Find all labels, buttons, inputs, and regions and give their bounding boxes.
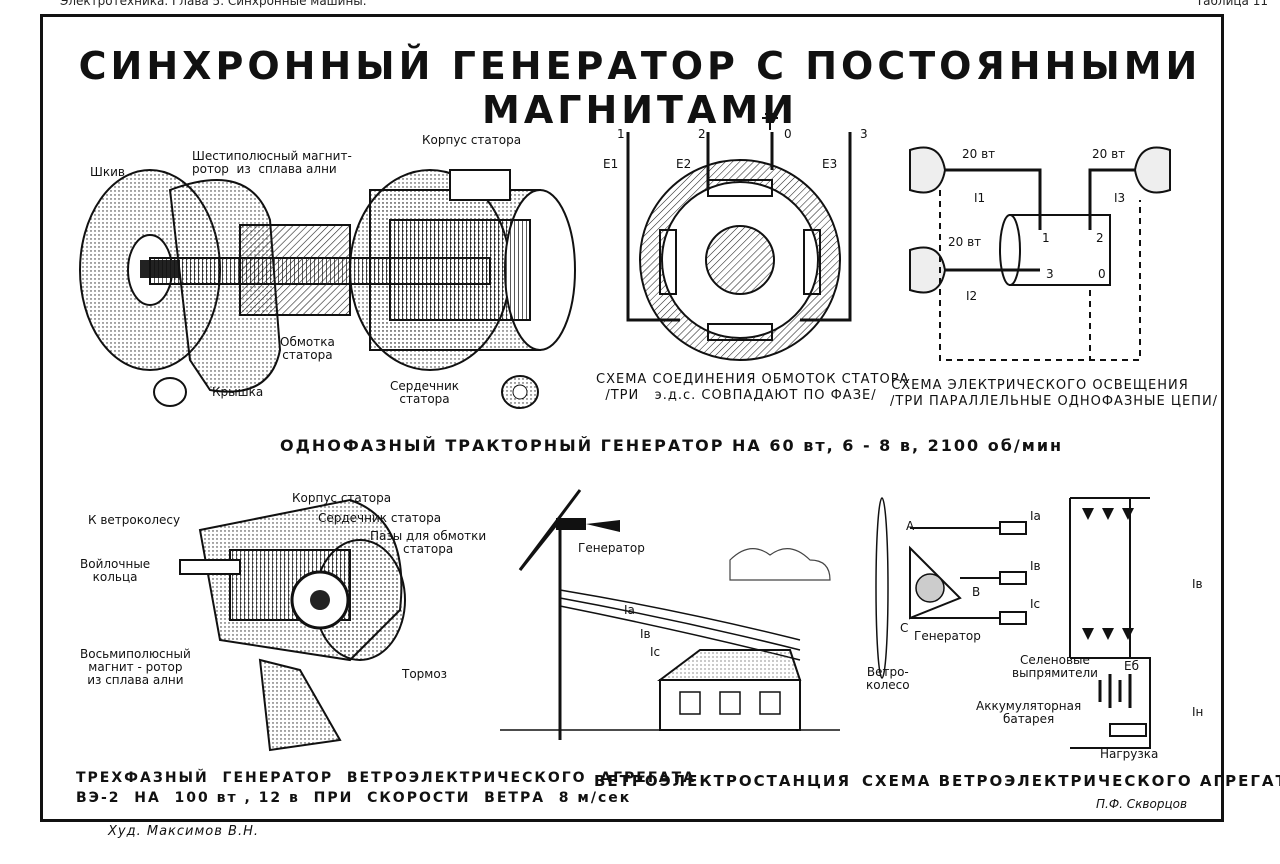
lamp-3-power: 20 вт — [1092, 147, 1126, 161]
stator-scheme-caption: СХЕМА СОЕДИНЕНИЯ ОБМОТОК СТАТОРА /ТРИ э.… — [596, 372, 910, 403]
label-current-in: Iн — [1192, 705, 1204, 719]
running-header: Электротехника. Глава 5. Синхронные маши… — [60, 0, 367, 8]
label-current-iv: Iв — [1192, 577, 1203, 591]
label-wind-rotor: Восьмиполюсный магнит - ротор из сплава … — [80, 647, 191, 687]
label-wind-stator-case: Корпус статора — [292, 491, 392, 505]
label-pulley: Шкив — [90, 165, 125, 179]
label-cover: Крышка — [212, 385, 264, 399]
wind-generator-caption: ТРЕХФАЗНЫЙ ГЕНЕРАТОР ВЕТРОЭЛЕКТРИЧЕСКОГО… — [76, 770, 697, 806]
wind-scheme-drawing — [875, 497, 1151, 749]
artist-credit: Худ. Максимов В.Н. — [108, 824, 259, 839]
label-wind-stator-core: Сердечник статора — [318, 511, 442, 525]
wind-scheme-caption: СХЕМА ВЕТРОЭЛЕКТРИЧЕСКОГО АГРЕГАТА — [862, 772, 1280, 790]
lighting-terminal-2: 2 — [1096, 231, 1104, 245]
terminal-2: 2 — [698, 127, 706, 141]
label-rectifiers: Селеновые выпрямители — [1012, 653, 1098, 680]
label-scheme-generator: Генератор — [914, 629, 981, 643]
emf-e3: E3 — [822, 157, 838, 171]
label-current-ia: Iа — [1030, 509, 1041, 523]
label-core: Сердечник статора — [390, 379, 460, 406]
label-stator-case: Корпус статора — [422, 133, 522, 147]
stator-scheme-drawing — [626, 113, 852, 361]
wind-station-caption: ВЕТРОЭЛЕКТРОСТАНЦИЯ — [594, 772, 852, 790]
label-phase-b: В — [972, 585, 981, 599]
terminal-1: 1 — [617, 127, 625, 141]
poster-frame — [40, 14, 1224, 822]
label-load: Нагрузка — [1100, 747, 1159, 761]
label-emf-eb: Eб — [1124, 659, 1139, 673]
tractor-generator-caption: ОДНОФАЗНЫЙ ТРАКТОРНЫЙ ГЕНЕРАТОР НА 60 вт… — [280, 436, 1064, 455]
lighting-terminal-3: 3 — [1046, 267, 1054, 281]
poster-title: СИНХРОННЫЙ ГЕНЕРАТОР С ПОСТОЯННЫМИ МАГНИ… — [78, 44, 1202, 132]
label-rotor: Шестиполюсный магнит- ротор из сплава ал… — [192, 149, 352, 176]
label-winding: Обмотка статора — [280, 335, 335, 362]
label-brake: Тормоз — [402, 667, 448, 681]
label-to-wheel: К ветроколесу — [88, 513, 181, 527]
label-station-ib: Iв — [640, 627, 651, 641]
label-battery: Аккумуляторная батарея — [976, 699, 1082, 726]
label-slots: Пазы для обмотки статора — [370, 529, 487, 556]
emf-e2: E2 — [676, 157, 692, 171]
tractor-generator-drawing — [79, 169, 576, 409]
signature: П.Ф. Скворцов — [1096, 797, 1188, 811]
label-wind-wheel: Ветро- колесо — [866, 665, 910, 692]
label-current-ic: Ic — [1030, 597, 1041, 611]
terminal-3: 3 — [860, 127, 868, 141]
lighting-terminal-0: 0 — [1098, 267, 1106, 281]
wind-generator-drawing — [179, 498, 406, 752]
wind-station-drawing — [500, 489, 840, 740]
table-number: Таблица 11 — [1195, 0, 1268, 8]
lighting-terminal-1: 1 — [1042, 231, 1050, 245]
current-i3: I3 — [1114, 191, 1126, 205]
label-felt-rings: Войлочные кольца — [80, 557, 151, 584]
label-phase-a: А — [906, 519, 915, 533]
label-current-ib: Iв — [1030, 559, 1041, 573]
label-station-ia: Ia — [624, 603, 635, 617]
current-i1: I1 — [974, 191, 986, 205]
terminal-0: 0 — [784, 127, 792, 141]
lighting-scheme-drawing — [909, 146, 1171, 361]
lamp-1-power: 20 вт — [962, 147, 996, 161]
emf-e1: E1 — [603, 157, 619, 171]
lamp-2-power: 20 вт — [948, 235, 982, 249]
lighting-scheme-caption: СХЕМА ЭЛЕКТРИЧЕСКОГО ОСВЕЩЕНИЯ /ТРИ ПАРА… — [890, 378, 1219, 409]
current-i2: I2 — [966, 289, 978, 303]
label-station-ic: Ic — [650, 645, 661, 659]
label-station-generator: Генератор — [578, 541, 645, 555]
label-phase-c: С — [900, 621, 909, 635]
